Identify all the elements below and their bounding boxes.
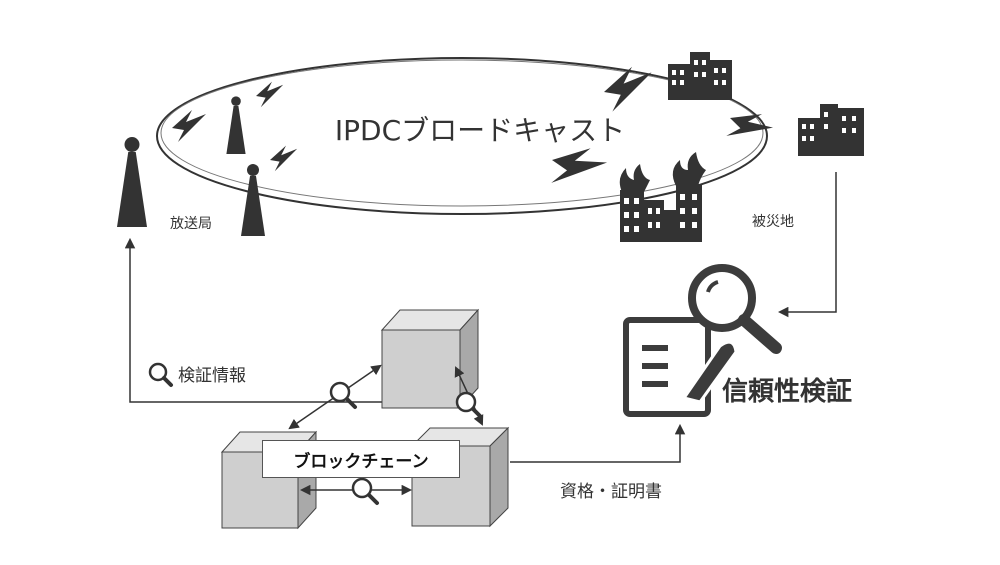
building-icon [798,104,864,156]
lightning-icon [256,81,284,108]
fire-icon [619,152,706,192]
disaster-area-label: 被災地 [752,214,794,230]
broadcast-ring [156,57,768,215]
lightning-icon [270,145,298,172]
magnifier-icon [455,391,483,419]
broadcast-tower-icon [226,96,246,154]
reliability-check-label: 信頼性検証 [722,376,852,407]
building-icon [619,152,706,242]
broadcast-tower-icon [117,137,147,227]
broadcast-tower-icon [241,164,265,236]
connector-blockchain-to-check [510,423,686,463]
credentials-label: 資格・証明書 [560,482,662,502]
connector-disaster-to-check [777,172,837,318]
magnifier-icon [329,381,357,409]
magnifier-icon [148,362,173,387]
blockchain-label: ブロックチェーン [262,440,460,478]
station-label: 放送局 [170,216,212,232]
verification-info-label: 検証情報 [178,366,246,386]
magnifier-icon [688,264,782,354]
connector-verification-to-station [124,237,412,403]
lightning-icon [172,110,206,142]
building-icon [668,52,732,100]
broadcast-title: IPDCブロードキャスト [335,114,625,147]
pen-icon [681,340,738,404]
magnifier-icon [351,477,379,505]
